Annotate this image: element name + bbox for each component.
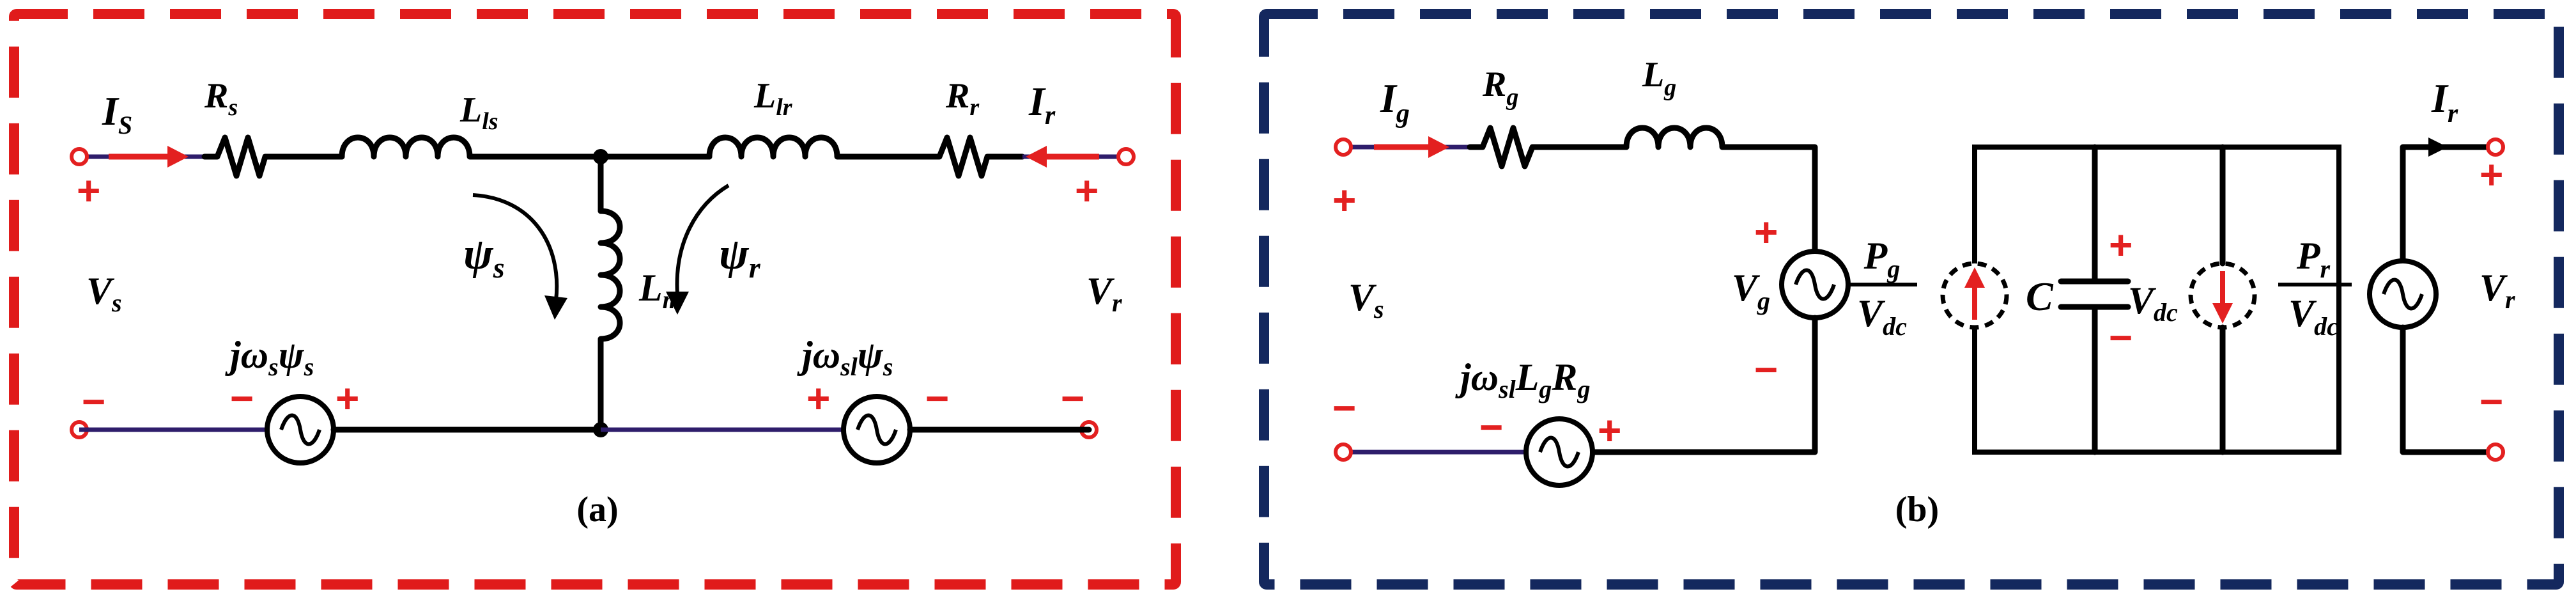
- b-sign-plus-tr: +: [2480, 152, 2503, 198]
- panel-b-border: [1259, 9, 2564, 590]
- a-label-vs: Vs: [86, 270, 122, 317]
- b-label-lg: Lg: [1642, 55, 1676, 101]
- b-ig-arrowhead: [1428, 136, 1449, 158]
- b-vr-bottom-wire: [2400, 324, 2495, 455]
- b-sign-minus-cap: −: [2109, 315, 2133, 361]
- b-resistor-rg: [1467, 125, 1630, 169]
- b-label-vg: Vg: [1732, 267, 1770, 315]
- a-sign-plus-tr: +: [1075, 168, 1099, 214]
- b-ir-arrowhead: [2428, 137, 2448, 157]
- b-label-pr-den: Vdc: [2288, 292, 2338, 341]
- a-label-rs: Rs: [204, 76, 238, 121]
- b-label-pr-num: Pr: [2296, 235, 2331, 283]
- a-resistor-rr: [930, 134, 1026, 179]
- a-top-wire: [201, 134, 345, 179]
- a-sign-minus-src2: −: [925, 375, 949, 421]
- b-caption: (b): [1895, 490, 1939, 529]
- a-inductor-lls: [339, 134, 713, 160]
- panel-a-border: [9, 9, 1181, 590]
- b-label-rg: Rg: [1482, 65, 1518, 111]
- b-sign-minus-br: −: [2480, 379, 2503, 425]
- b-source-vg-wave: [1794, 268, 1836, 301]
- a-label-psi-r: ψr: [719, 230, 761, 284]
- a-label-src1: jωsψs: [225, 334, 314, 381]
- b-label-vr: Vr: [2480, 267, 2515, 314]
- a-ir-arrowhead: [1026, 146, 1047, 168]
- a-sign-minus-bl: −: [82, 379, 105, 425]
- a-label-vr: Vr: [1086, 270, 1122, 317]
- a-sign-plus-src1: +: [335, 375, 359, 421]
- a-terminal-tl: [70, 147, 89, 166]
- b-current-arrowhead-up: [1964, 267, 1985, 288]
- a-sign-plus-tl: +: [77, 168, 100, 214]
- b-current-arrowhead-down: [2212, 303, 2233, 324]
- b-label-src-bottom: jωslLgRg: [1455, 356, 1590, 403]
- b-terminal-br: [2486, 442, 2505, 462]
- a-label-rr: Rr: [945, 76, 980, 121]
- a-caption: (a): [576, 490, 618, 529]
- panel-b: Ig Rg Lg Ir Vs Vg Vr Pg Vdc Pr Vdc C Vdc…: [1259, 9, 2564, 590]
- b-sign-plus-tl: +: [1332, 177, 1356, 223]
- b-sign-plus-src-bottom: +: [1598, 407, 1621, 453]
- b-label-pg-num: Pg: [1863, 235, 1901, 283]
- b-sign-minus-vg: −: [1754, 347, 1778, 393]
- a-label-is: IS: [102, 88, 132, 139]
- b-vr-top-wire: [2400, 144, 2495, 264]
- b-label-ir: Ir: [2431, 75, 2458, 129]
- b-source-bottom-wave: [1538, 435, 1580, 469]
- b-label-vdc: Vdc: [2128, 279, 2178, 327]
- a-source-2-wave: [856, 413, 898, 446]
- a-source-1-wave: [279, 413, 321, 446]
- b-label-vs: Vs: [1348, 276, 1384, 324]
- b-label-pg-den: Vdc: [1857, 292, 1907, 341]
- a-sign-minus-br: −: [1061, 375, 1084, 421]
- a-is-arrowhead: [167, 146, 189, 168]
- b-terminal-bl: [1334, 442, 1353, 462]
- b-sign-plus-cap: +: [2109, 222, 2133, 268]
- b-terminal-tr: [2486, 137, 2505, 157]
- a-label-lls: Lls: [459, 90, 498, 135]
- b-inductor-lg: [1623, 125, 1818, 256]
- a-label-psi-s: ψs: [463, 230, 505, 284]
- a-inductor-llr: [706, 134, 936, 160]
- a-psi-r-arrow: [675, 184, 730, 295]
- a-psi-r-arrowhead: [666, 292, 689, 315]
- a-label-llr: Llr: [753, 76, 793, 121]
- a-label-src2: jωslψs: [797, 334, 893, 381]
- a-terminal-tr: [1116, 147, 1136, 166]
- b-label-ig: Ig: [1380, 75, 1410, 129]
- b-source-vr-wave: [2382, 278, 2424, 311]
- b-right-wire-down: [1588, 315, 1818, 455]
- b-sign-minus-src-bottom: −: [1479, 404, 1503, 450]
- a-psi-s-arrowhead: [544, 295, 567, 320]
- a-psi-s-arrow: [472, 193, 559, 301]
- b-sign-minus-bl: −: [1332, 385, 1356, 431]
- panel-a: IS Rs Lls Llr Rr Ir ψs ψr Lm Vs Vr jωsψs…: [9, 9, 1181, 590]
- b-sign-plus-vg: +: [1754, 209, 1778, 255]
- a-label-ir: Ir: [1028, 79, 1056, 130]
- a-label-lm: Lm: [638, 267, 683, 314]
- b-terminal-tl: [1334, 137, 1353, 157]
- a-sign-minus-src1: −: [230, 375, 254, 421]
- a-sign-plus-src2: +: [806, 375, 830, 421]
- b-label-c: C: [2026, 274, 2054, 319]
- a-inductor-lm: [598, 208, 623, 433]
